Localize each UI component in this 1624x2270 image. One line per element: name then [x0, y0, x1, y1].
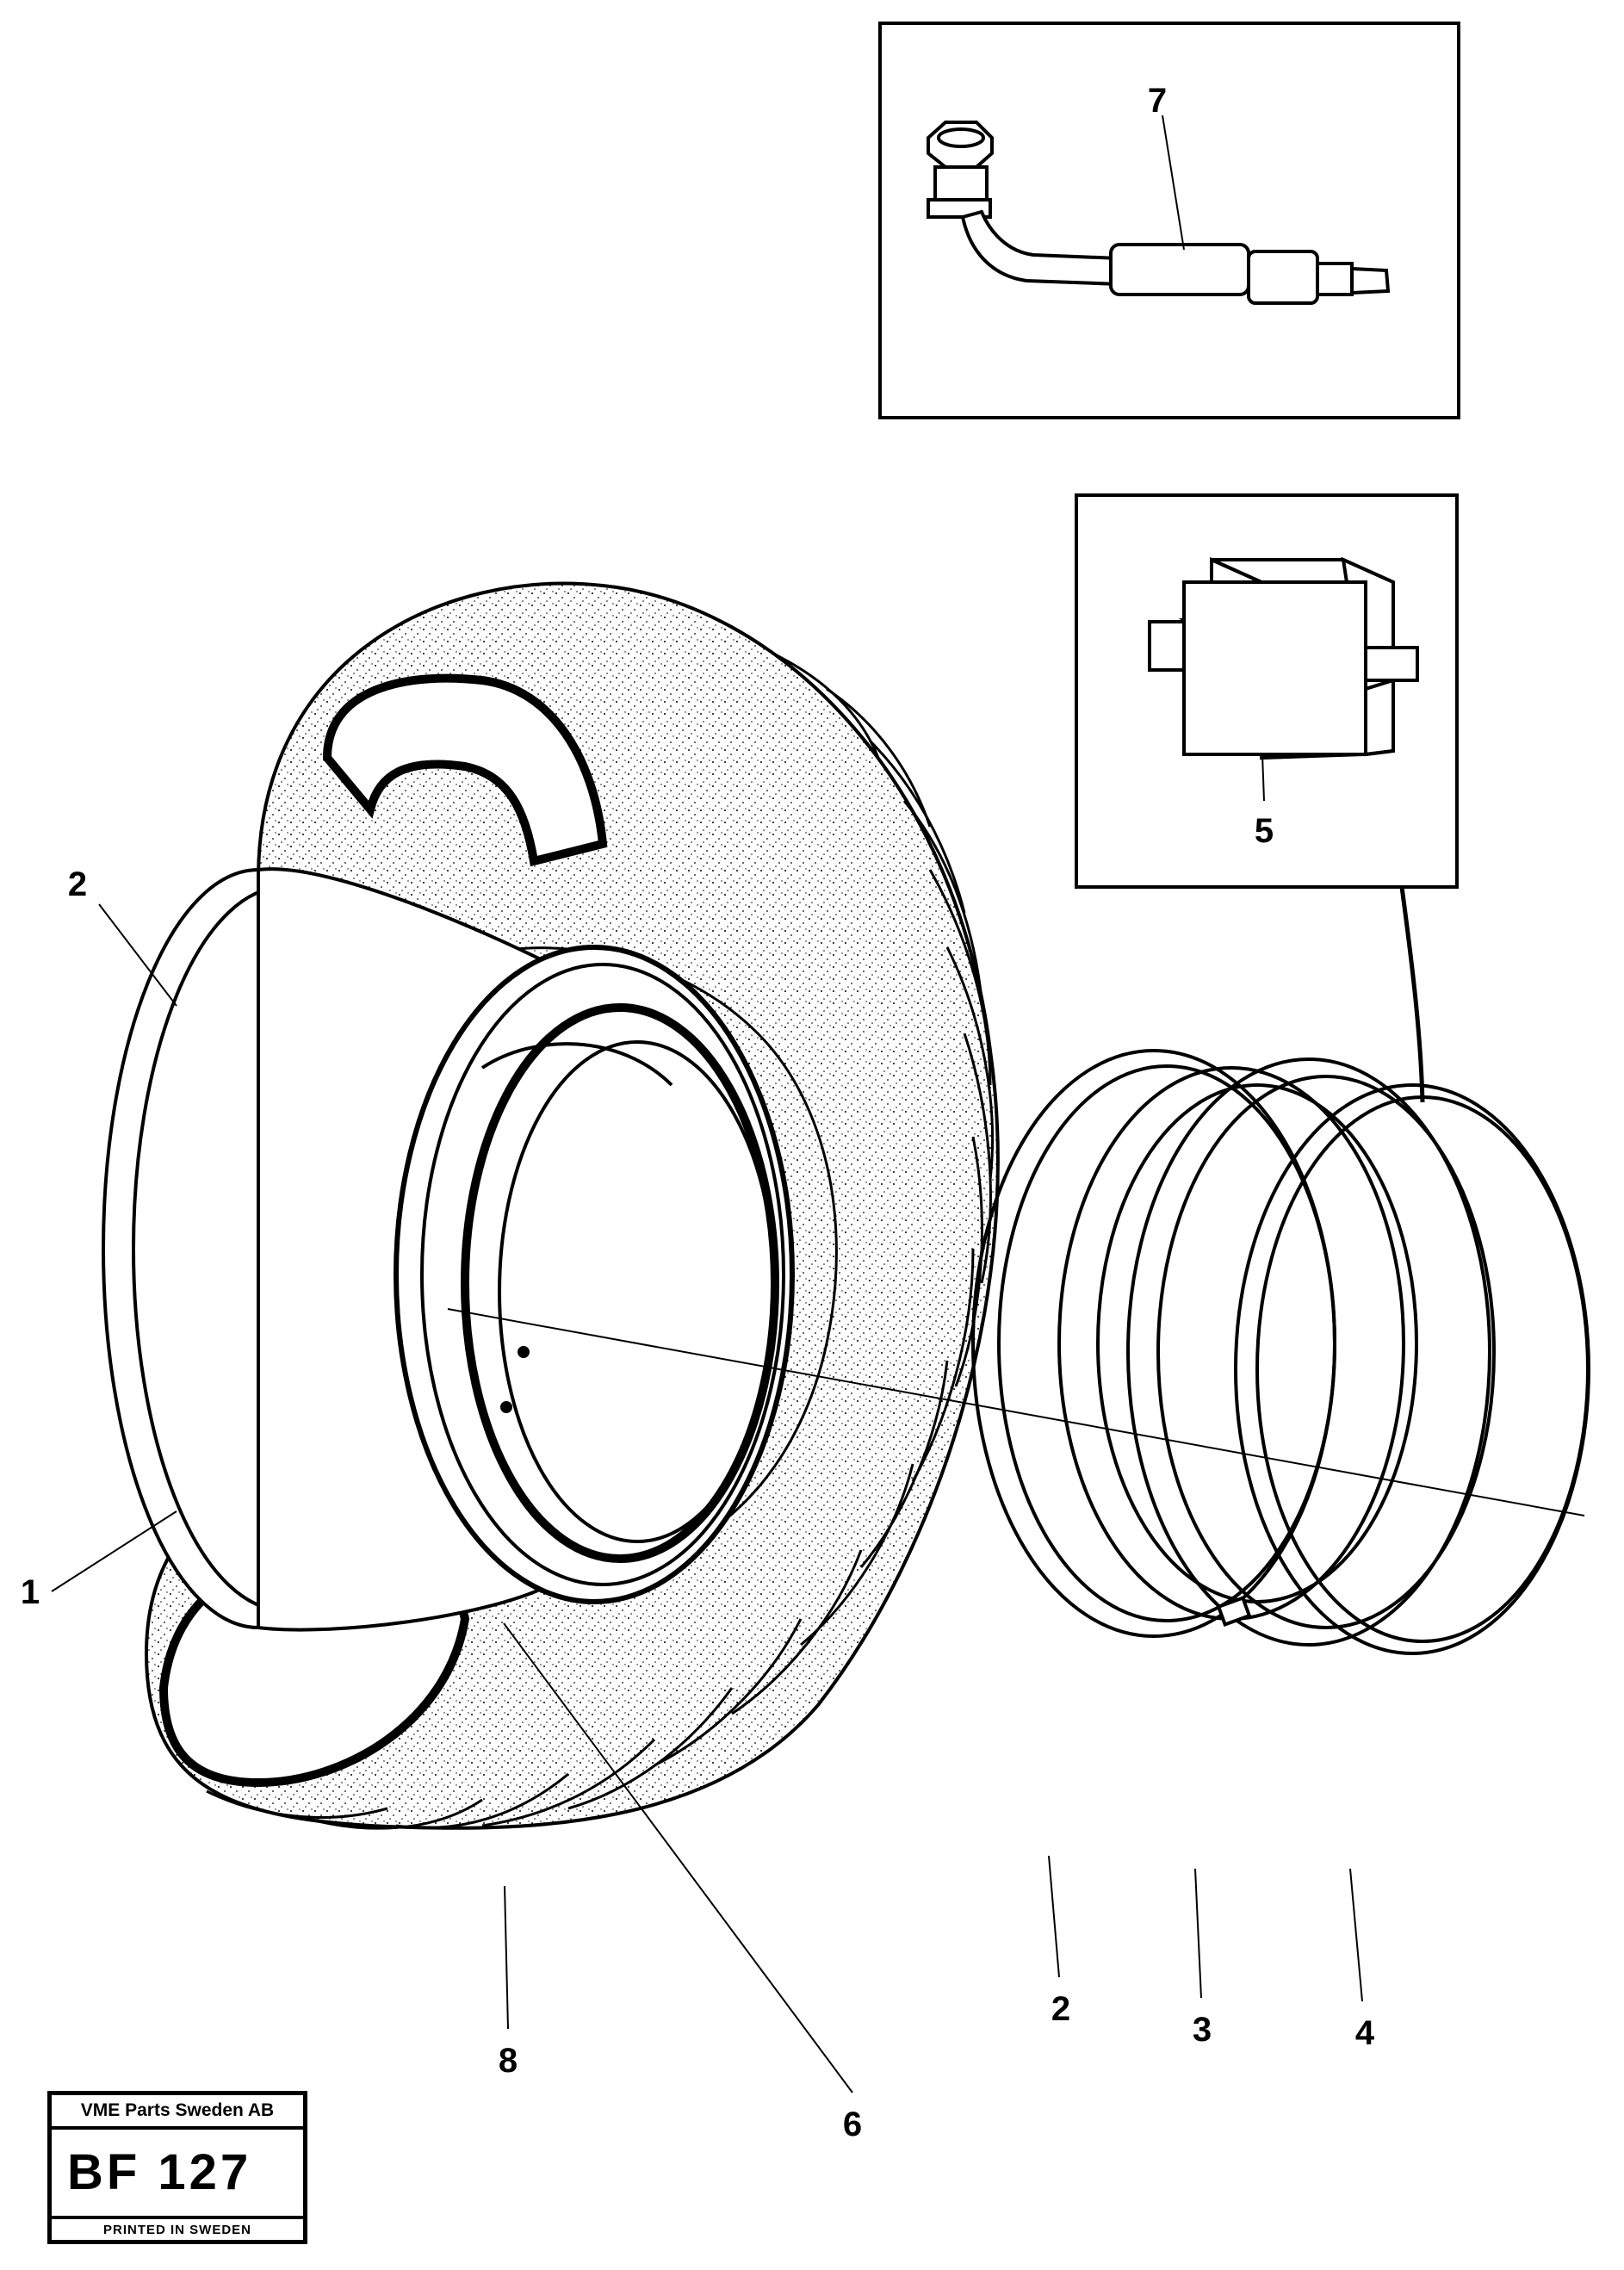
stamp-company: VME Parts Sweden AB: [52, 2095, 303, 2130]
callout-6: 6: [843, 2106, 862, 2143]
callout-2-right: 2: [1051, 1990, 1070, 2028]
callout-5: 5: [1255, 812, 1274, 850]
callout-7: 7: [1148, 82, 1167, 120]
leader-lines: [51, 903, 1363, 2093]
axis-line: [447, 1308, 1585, 1516]
callout-8: 8: [499, 2042, 518, 2080]
bead-seat-ring: [1126, 1057, 1496, 1647]
valve-inset: 7: [878, 22, 1460, 419]
callout-2-left: 2: [68, 865, 87, 903]
lock-block-drawing: [1148, 556, 1419, 760]
lock-leader: [1399, 886, 1425, 1103]
lock-block-inset: 5: [1075, 493, 1459, 889]
callout-1: 1: [21, 1573, 40, 1611]
stamp-printed: PRINTED IN SWEDEN: [102, 2223, 251, 2237]
publisher-stamp: VME Parts Sweden AB BF 127 PRINTED IN SW…: [47, 2091, 307, 2244]
lock-ring: [1216, 1083, 1590, 1655]
rim-flange: [971, 1049, 1418, 1638]
rim: [102, 867, 795, 1632]
stamp-code: BF 127: [52, 2130, 303, 2219]
callout-4: 4: [1355, 2014, 1375, 2052]
callout-3: 3: [1193, 2011, 1212, 2049]
valve-drawing: [927, 121, 1391, 305]
